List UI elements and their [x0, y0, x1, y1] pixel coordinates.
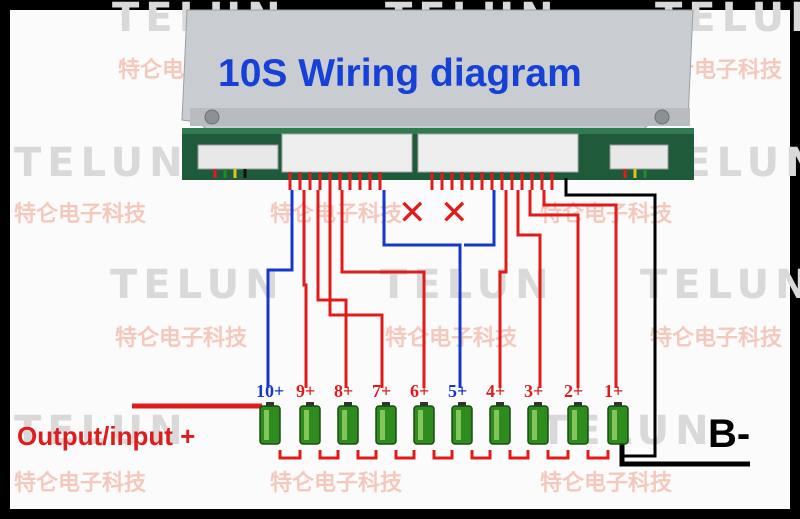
wire-5-right	[464, 190, 496, 247]
series-link	[432, 450, 454, 460]
output-input-label: Output/input +	[17, 421, 196, 451]
x-mark-icon: ✕	[440, 193, 469, 233]
watermark-brand: TELUN	[380, 262, 555, 308]
battery-icon	[259, 402, 281, 445]
wire-bminus	[564, 178, 657, 458]
bminus-label: B-	[708, 412, 751, 456]
wire-4-plus	[498, 190, 508, 388]
series-link	[586, 450, 610, 460]
bms-board	[181, 9, 694, 180]
cell-label: 5+	[448, 381, 468, 401]
cell-label: 10+	[256, 381, 285, 401]
cell-label: 2+	[564, 381, 584, 401]
series-link	[278, 450, 302, 460]
wire-6-plus	[340, 190, 426, 388]
wire-2-plus	[528, 190, 580, 388]
balance-wires	[266, 172, 657, 460]
watermark-brand: TELUN	[110, 262, 285, 308]
battery-icon	[567, 402, 589, 445]
battery-icon	[489, 402, 511, 445]
watermark-chinese: 特仑电子科技	[115, 326, 248, 351]
wire-8-plus	[316, 190, 348, 388]
bminus-line	[619, 444, 750, 467]
battery-cells	[259, 402, 629, 445]
wire-3-plus	[516, 190, 542, 388]
cell-label: 4+	[486, 381, 506, 401]
side-connector-wires	[213, 169, 647, 178]
wire-9-plus	[302, 190, 308, 388]
battery-icon	[413, 402, 435, 445]
watermark-chinese: 特仑电子科技	[14, 202, 147, 227]
cell-label: 3+	[524, 381, 544, 401]
diagram-title: 10S Wiring diagram	[218, 52, 582, 95]
battery-icon	[607, 402, 629, 445]
cell-label: 1+	[604, 381, 624, 401]
cell-label: 7+	[372, 381, 392, 401]
wire-1-plus	[542, 190, 618, 388]
watermark-chinese: 特仑电子科技	[540, 471, 673, 496]
wire-5-plus	[382, 190, 462, 388]
watermark-chinese: 特仑电子科技	[385, 326, 518, 351]
cell-label: 8+	[334, 381, 354, 401]
series-link	[318, 450, 340, 460]
not-connected-marks: ✕ ✕	[398, 193, 469, 233]
battery-icon	[337, 402, 359, 445]
watermark-chinese: 特仑电子科技	[650, 326, 783, 351]
wire-7-plus	[328, 190, 384, 388]
battery-icon	[375, 402, 397, 445]
watermark-brand: TELUN	[14, 140, 189, 186]
series-link	[546, 450, 570, 460]
watermark-chinese: 特仑电子科技	[14, 471, 147, 496]
cell-label: 6+	[410, 381, 430, 401]
series-link	[394, 450, 416, 460]
wire-10-plus	[266, 190, 294, 388]
watermark-brand: TELUN	[14, 408, 189, 454]
battery-icon	[451, 402, 473, 445]
watermark-chinese: 特仑电子科技	[270, 471, 403, 496]
series-link	[508, 450, 530, 460]
series-link	[470, 450, 492, 460]
watermark-brand: TELUN	[640, 262, 800, 308]
x-mark-icon: ✕	[398, 193, 427, 233]
cell-label: 9+	[296, 381, 316, 401]
battery-icon	[299, 402, 321, 445]
battery-icon	[527, 402, 549, 445]
series-link	[356, 450, 378, 460]
